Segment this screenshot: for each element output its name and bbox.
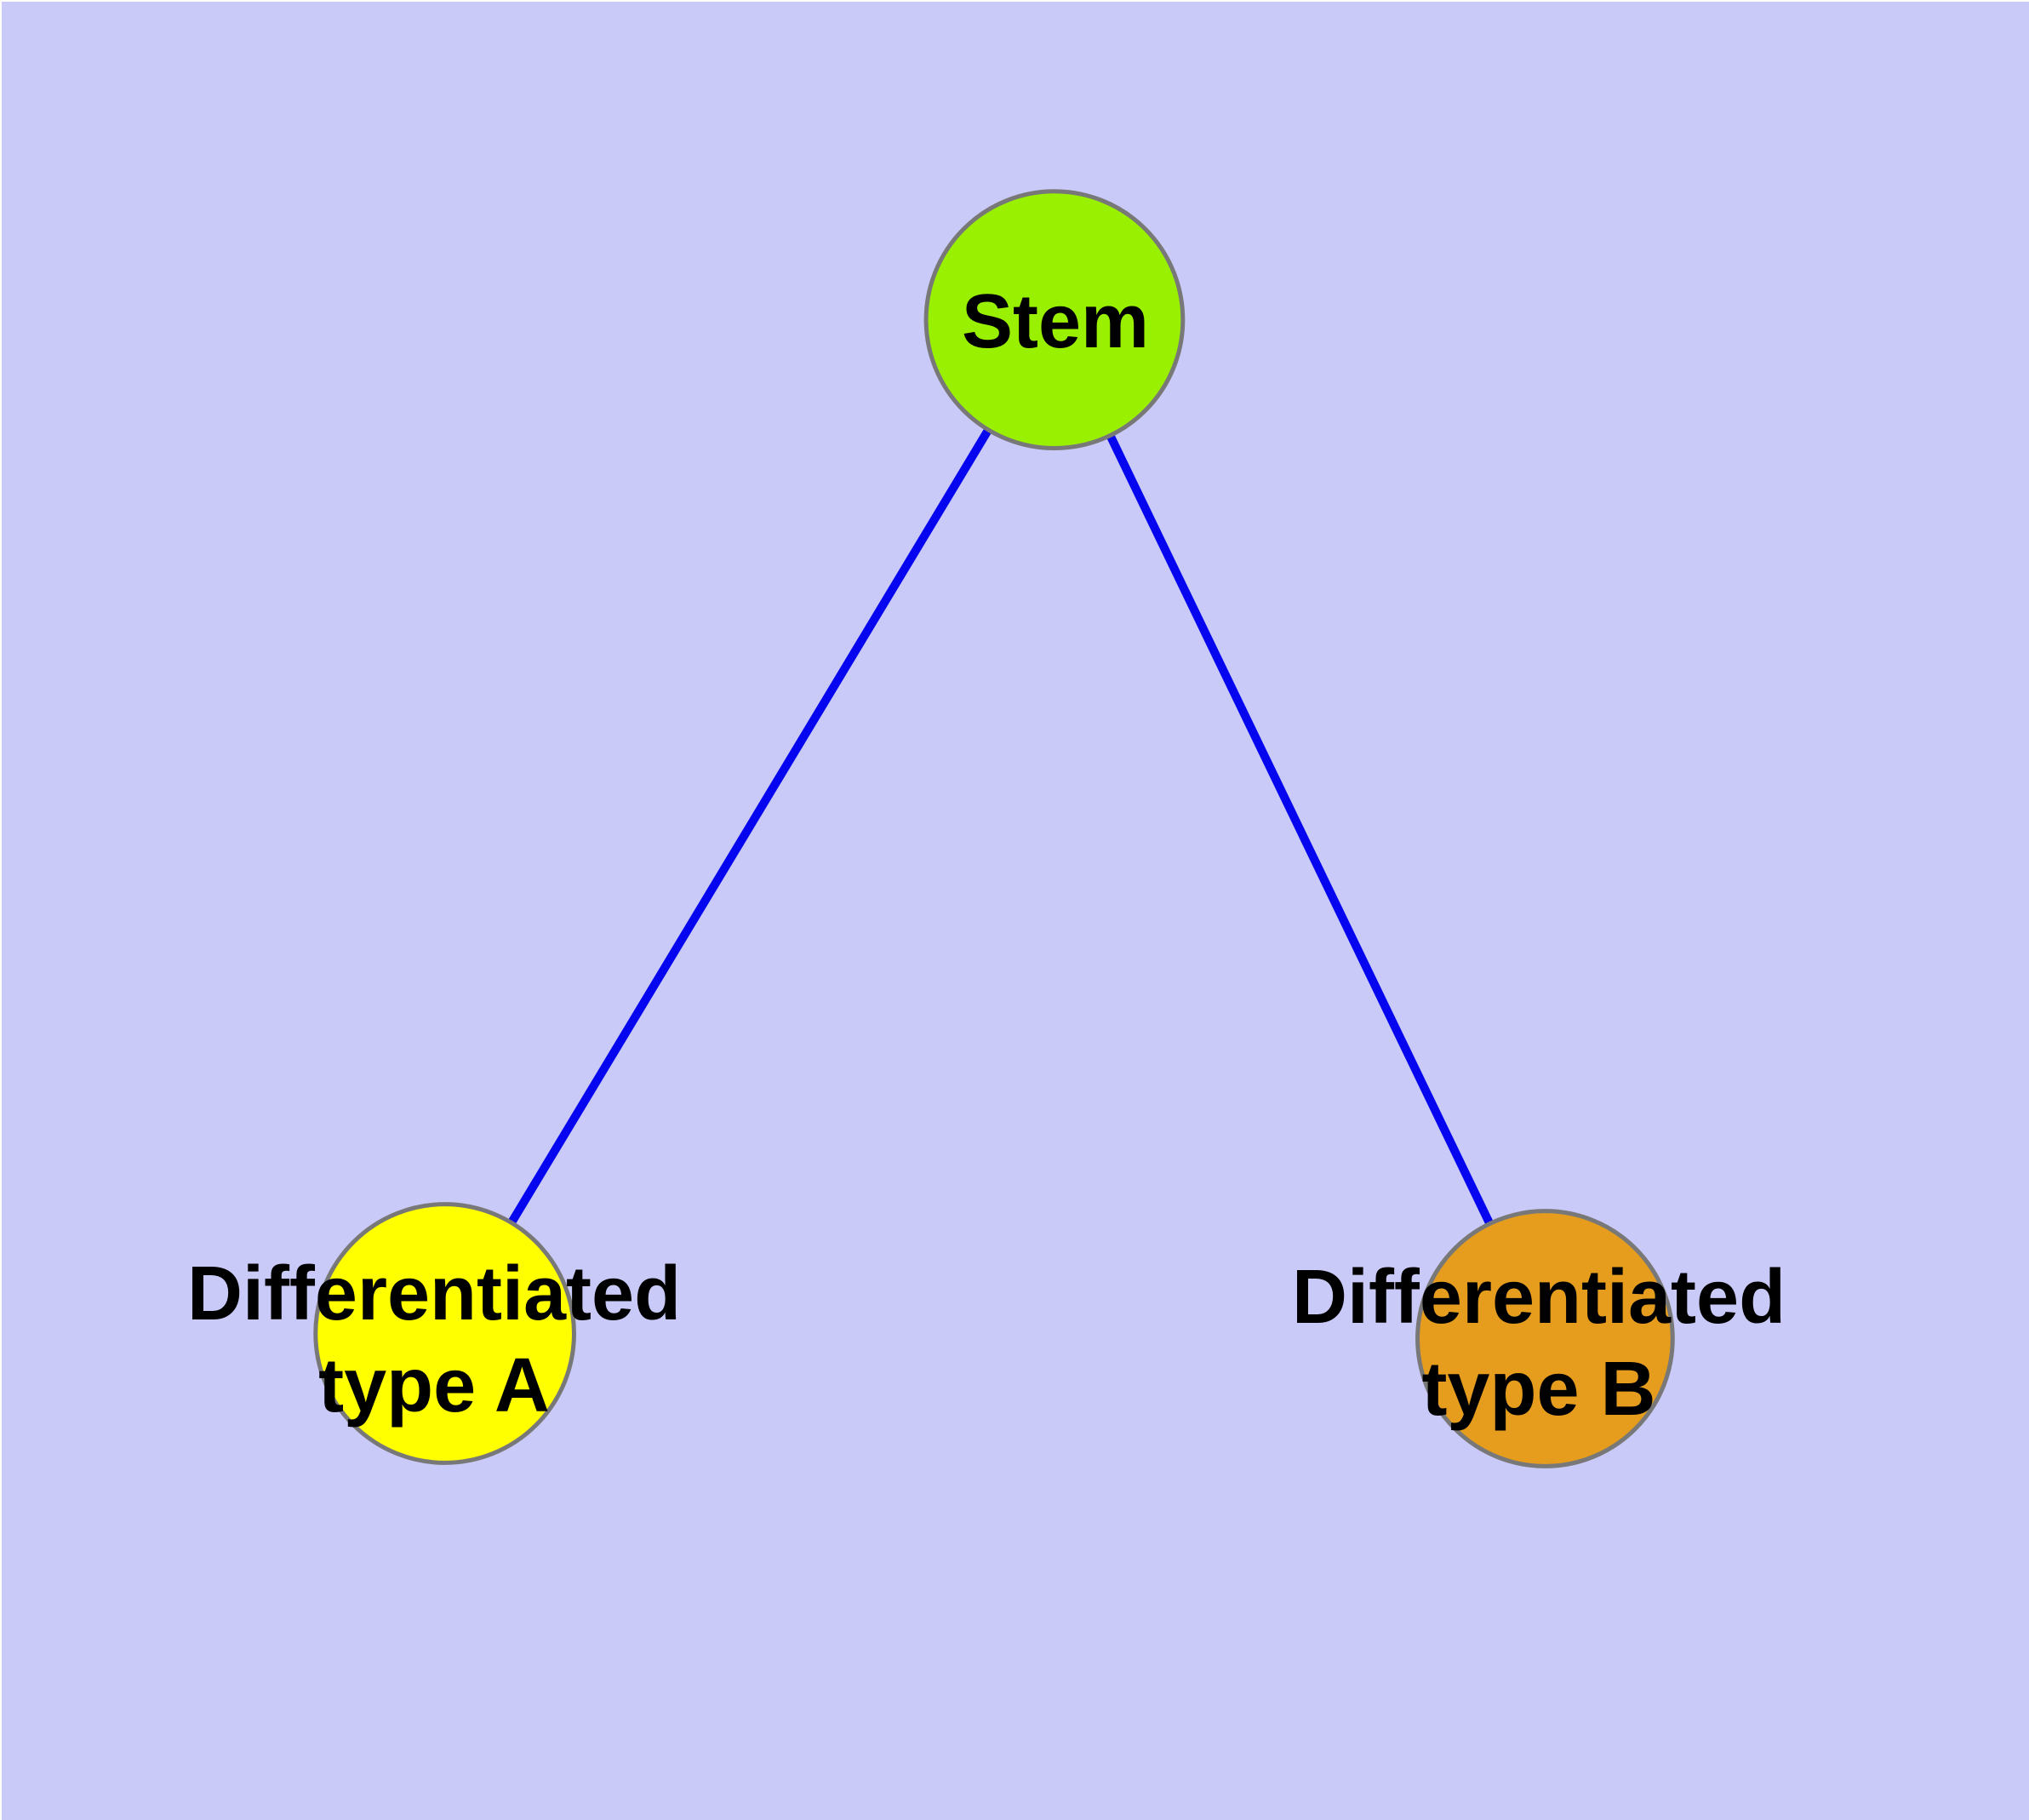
edge-stem-to-type-b bbox=[1050, 318, 1549, 1341]
node-type-a bbox=[313, 1202, 576, 1465]
node-type-b bbox=[1415, 1209, 1675, 1468]
edge-stem-to-type-a bbox=[441, 318, 1059, 1336]
node-stem bbox=[923, 189, 1186, 451]
